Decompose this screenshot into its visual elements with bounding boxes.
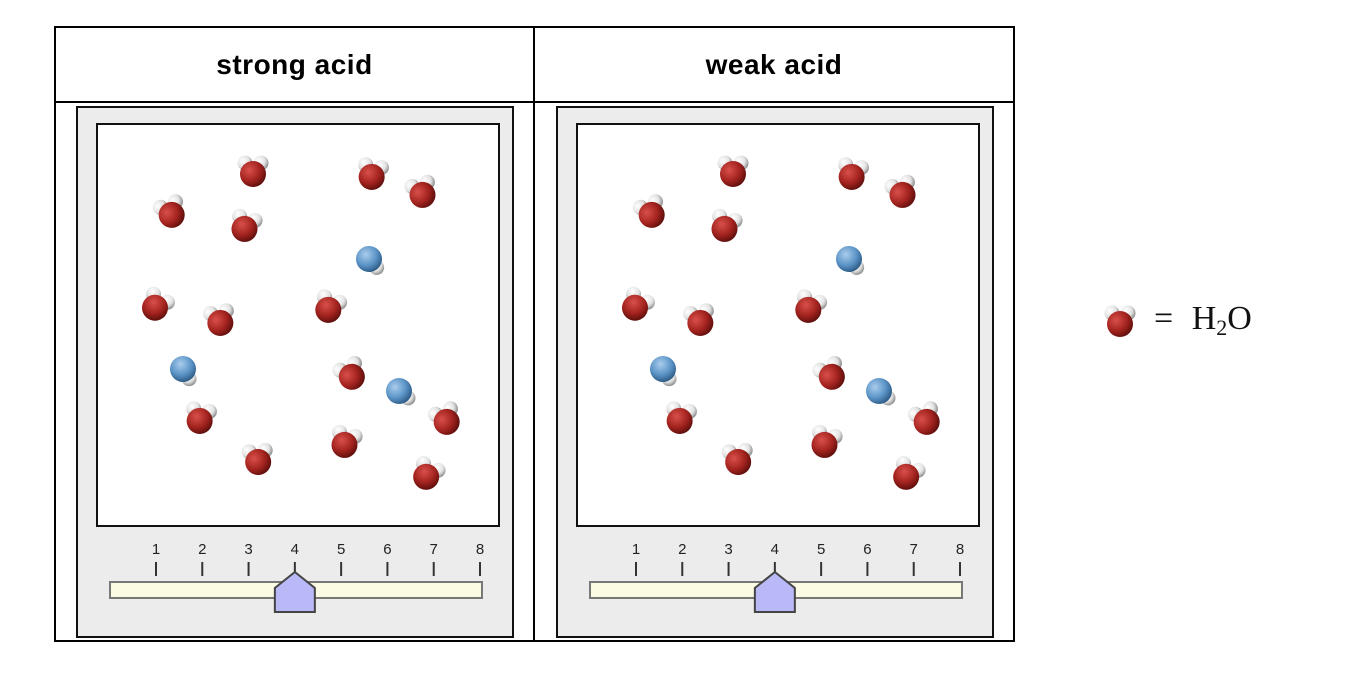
molecule-canvas bbox=[622, 155, 940, 490]
hydronium-ion bbox=[386, 378, 416, 406]
hydronium-ion bbox=[170, 356, 197, 387]
water-molecule bbox=[632, 194, 665, 228]
water-molecule bbox=[142, 286, 175, 321]
header-weak-acid: weak acid bbox=[705, 48, 843, 80]
water-molecule bbox=[237, 155, 269, 187]
water-molecule bbox=[717, 155, 749, 187]
slider-canvas[interactable]: 1 2 3 4 5 6 7 8 bbox=[558, 532, 992, 636]
hydronium-ion bbox=[866, 378, 896, 406]
water-molecule bbox=[404, 174, 436, 208]
water-molecule bbox=[711, 208, 743, 242]
water-molecule bbox=[666, 401, 697, 434]
water-molecule bbox=[152, 194, 185, 228]
water-molecule bbox=[241, 442, 273, 475]
header-strong-acid: strong acid bbox=[216, 48, 373, 80]
water-molecule-icon-shape bbox=[1104, 305, 1136, 337]
water-molecule bbox=[683, 303, 714, 336]
weak-acid-simulation-panel: 1 2 3 4 5 6 7 8 bbox=[556, 106, 994, 638]
tick-label: 3 bbox=[724, 541, 732, 558]
water-molecule bbox=[893, 455, 926, 490]
tick-label: 8 bbox=[476, 541, 484, 558]
water-molecule bbox=[358, 157, 389, 190]
water-molecule bbox=[721, 442, 753, 475]
strong-acid-molecule-view bbox=[96, 123, 500, 527]
tick-label: 1 bbox=[152, 541, 160, 558]
tick-label: 7 bbox=[910, 541, 918, 558]
strong-acid-slider[interactable]: 1 2 3 4 5 6 7 8 bbox=[78, 532, 512, 636]
water-molecule bbox=[884, 174, 916, 208]
water-molecule bbox=[203, 303, 234, 336]
hydronium-ion bbox=[356, 246, 385, 275]
water-molecule bbox=[907, 401, 940, 435]
hydronium-ion bbox=[836, 246, 865, 275]
strong-acid-simulation-panel: 1 2 3 4 5 6 7 8 bbox=[76, 106, 514, 638]
tick-label: 6 bbox=[863, 541, 871, 558]
tick-label: 2 bbox=[678, 541, 686, 558]
tick-label: 3 bbox=[244, 541, 252, 558]
water-legend: = H2O bbox=[1100, 292, 1252, 348]
hydronium-ion bbox=[650, 356, 677, 387]
slider-thumb[interactable] bbox=[753, 570, 796, 613]
molecule-canvas bbox=[142, 155, 460, 490]
tick-label: 7 bbox=[430, 541, 438, 558]
tick-label: 1 bbox=[632, 541, 640, 558]
water-molecule bbox=[332, 355, 365, 390]
water-molecule bbox=[186, 401, 217, 434]
water-molecule bbox=[811, 424, 843, 458]
water-molecule bbox=[413, 455, 446, 490]
water-molecule bbox=[622, 286, 655, 321]
water-molecule bbox=[427, 401, 460, 435]
weak-acid-molecule-view bbox=[576, 123, 980, 527]
tick-label: 2 bbox=[198, 541, 206, 558]
water-molecule bbox=[812, 355, 845, 390]
legend-formula: = H2O bbox=[1154, 300, 1252, 341]
water-molecule bbox=[838, 157, 869, 190]
tick-label: 4 bbox=[291, 541, 299, 558]
formula-h: H bbox=[1191, 299, 1217, 337]
tick-label: 8 bbox=[956, 541, 964, 558]
weak-acid-slider[interactable]: 1 2 3 4 5 6 7 8 bbox=[558, 532, 992, 636]
formula-subscript: 2 bbox=[1216, 314, 1228, 340]
water-molecule bbox=[795, 289, 828, 323]
formula-o: O bbox=[1227, 299, 1252, 337]
legend-equals: = bbox=[1154, 299, 1174, 337]
water-molecule-icon bbox=[1104, 305, 1136, 337]
slider-thumb[interactable] bbox=[273, 570, 316, 613]
column-divider bbox=[533, 26, 535, 642]
tick-label: 4 bbox=[771, 541, 779, 558]
header-divider bbox=[54, 101, 1015, 103]
water-molecule bbox=[315, 289, 348, 323]
tick-label: 5 bbox=[817, 541, 825, 558]
water-molecule bbox=[231, 208, 263, 242]
slider-canvas[interactable]: 1 2 3 4 5 6 7 8 bbox=[78, 532, 512, 636]
water-molecule bbox=[331, 424, 363, 458]
tick-label: 5 bbox=[337, 541, 345, 558]
tick-label: 6 bbox=[383, 541, 391, 558]
